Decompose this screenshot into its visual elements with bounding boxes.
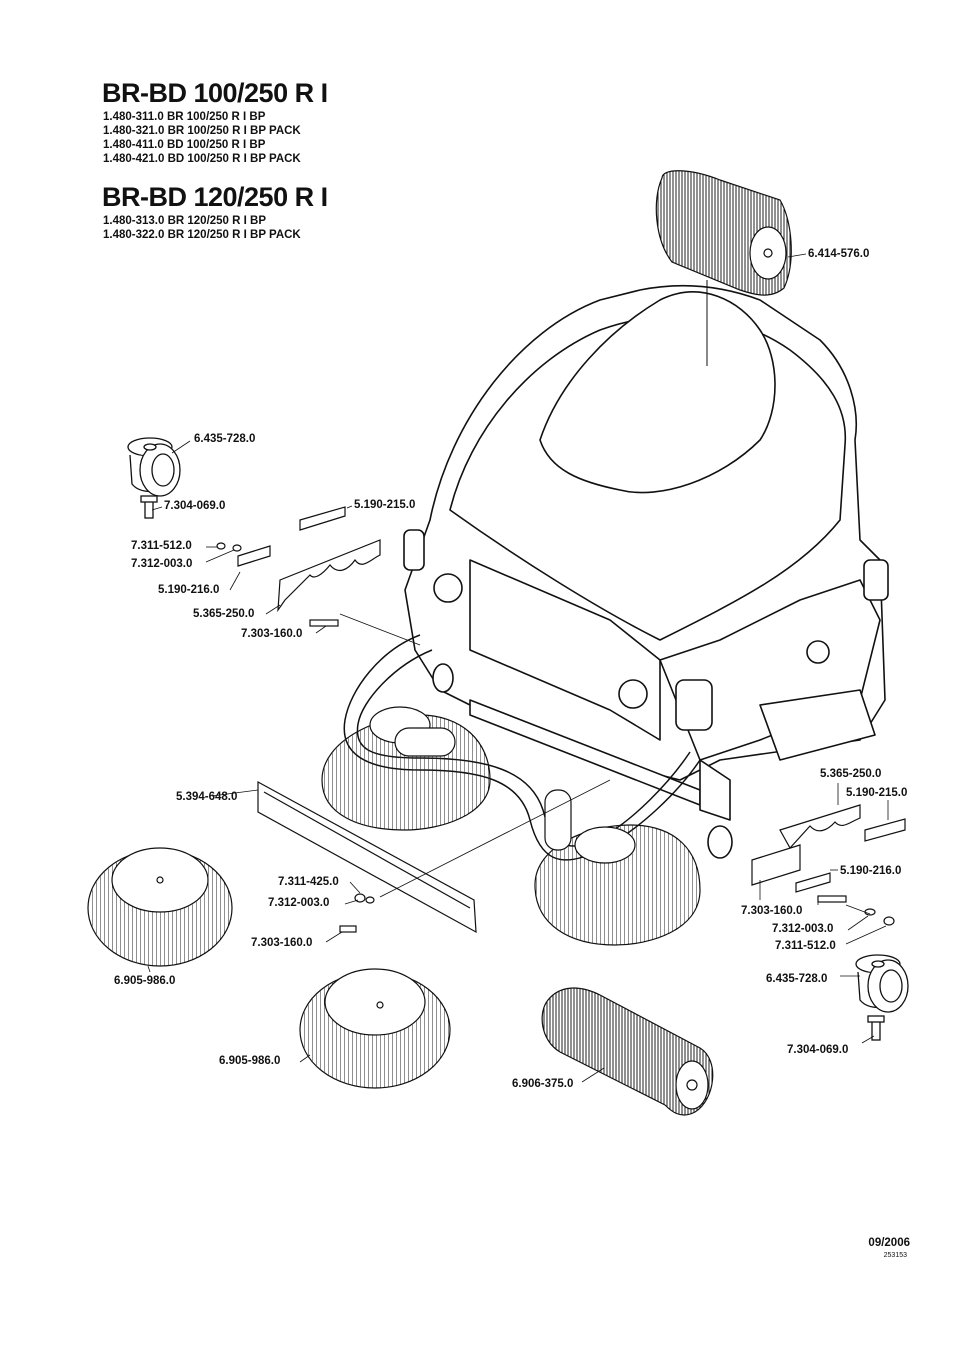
roller-brush-bottom (541, 987, 714, 1116)
part-label: 5.394-648.0 (176, 791, 238, 803)
part-label: 7.311-512.0 (131, 540, 192, 552)
model-number: 1.480-421.0 BD 100/250 R I BP PACK (103, 153, 301, 165)
castor-wheel (855, 954, 909, 1041)
part-label: 7.303-160.0 (741, 905, 803, 917)
part-label: 5.190-215.0 (846, 787, 908, 799)
part-label: 5.190-216.0 (840, 865, 902, 877)
model-number: 1.480-321.0 BR 100/250 R I BP PACK (103, 125, 301, 137)
model-number: 1.480-311.0 BR 100/250 R I BP (103, 111, 266, 123)
part-label: 6.906-375.0 (512, 1078, 574, 1090)
part-label: 7.311-512.0 (775, 940, 836, 952)
part-label: 6.414-576.0 (808, 248, 870, 260)
page-title-1: BR-BD 100/250 R I (102, 78, 328, 108)
bolt (339, 893, 375, 933)
part-label: 6.905-986.0 (114, 975, 176, 987)
part-label: 7.311-425.0 (278, 876, 339, 888)
part-label: 5.365-250.0 (820, 768, 882, 780)
part-label: 7.312-003.0 (772, 923, 834, 935)
page-title-2: BR-BD 120/250 R I (102, 182, 328, 212)
side-brush-6.905-986.0 (87, 847, 233, 967)
machine-body (403, 284, 889, 859)
model-number: 1.480-322.0 BR 120/250 R I BP PACK (103, 229, 301, 241)
side-brush-6.905-986.0 (299, 968, 451, 1089)
leader-lines (147, 440, 889, 1083)
part-label: 7.303-160.0 (241, 628, 303, 640)
model-number: 1.480-313.0 BR 120/250 R I BP (103, 215, 267, 227)
part-label: 6.435-728.0 (194, 433, 256, 445)
flap-set-left (216, 506, 381, 627)
mounted-side-brush (321, 706, 701, 946)
revision-date: 09/2006 (868, 1237, 910, 1249)
part-label: 7.312-003.0 (131, 558, 193, 570)
part-label: 7.304-069.0 (164, 500, 226, 512)
part-label: 7.304-069.0 (787, 1044, 849, 1056)
part-label: 6.905-986.0 (219, 1055, 281, 1067)
model-number: 1.480-411.0 BD 100/250 R I BP (103, 139, 266, 151)
flap-set-right (751, 804, 906, 926)
document-number: 253153 (883, 1252, 907, 1259)
part-label: 5.190-216.0 (158, 584, 220, 596)
part-label: 7.312-003.0 (268, 897, 330, 909)
part-label: 6.435-728.0 (766, 973, 828, 985)
roller-brush-top (655, 170, 792, 296)
castor-wheel (127, 437, 181, 519)
part-label: 7.303-160.0 (251, 937, 313, 949)
part-label: 5.365-250.0 (193, 608, 255, 620)
squeegee-blade (257, 780, 477, 934)
part-label: 5.190-215.0 (354, 499, 416, 511)
